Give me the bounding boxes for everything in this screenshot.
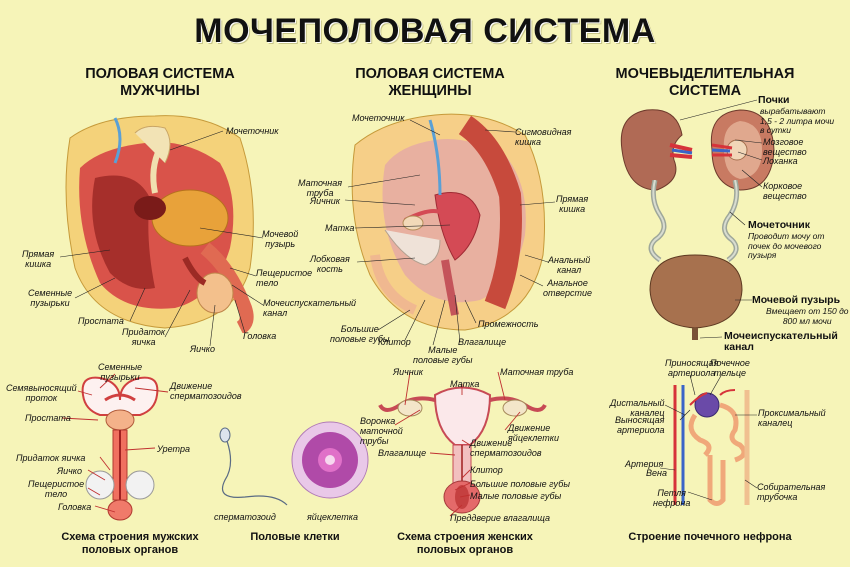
female-label-uterus: Матка <box>325 223 355 233</box>
female-scheme-label-tube: Маточная труба <box>500 367 574 377</box>
male-scheme-label-epididymis: Придаток яичка <box>16 453 86 463</box>
male-scheme-label-prostate: Простата <box>25 413 71 423</box>
female-scheme-label-ovary: Яичник <box>393 367 424 377</box>
male-label-prostate: Простата <box>78 316 124 326</box>
male-anatomy-illustration <box>65 115 254 333</box>
cells-label-egg: яйцеклетка <box>307 512 358 522</box>
urinary-label-ureter: Мочеточник <box>748 219 811 231</box>
female-label-perineum: Промежность <box>478 319 539 329</box>
nephron-label-artery: Артерия <box>625 459 664 469</box>
egg-cell-illustration <box>291 421 369 499</box>
female-label-vagina: Влагалище <box>458 337 507 347</box>
cells-caption: Половые клетки <box>250 531 340 543</box>
male-scheme-label-urethra: Уретра <box>157 444 190 454</box>
male-scheme-label-glans: Головка <box>58 502 92 512</box>
male-scheme-label-testicle: Яичко <box>57 466 83 476</box>
female-scheme-label-vagina: Влагалище <box>378 448 427 458</box>
female-scheme-label-vestibule: Преддверие влагалища <box>450 513 550 523</box>
urinary-note-bladder: Вмещает от 150 до 800 мл мочи <box>766 306 849 326</box>
urinary-note-kidneys: вырабатывают 1,5 - 2 литра мочи в сутки <box>760 106 835 135</box>
urinary-note-ureter: Проводит мочу от почек до мочевого пузыр… <box>748 231 825 260</box>
female-scheme-label-clitoris: Клитор <box>470 465 503 475</box>
male-label-testicle: Яичко <box>190 344 216 354</box>
urinary-label-kidneys: Почки <box>758 94 790 106</box>
male-label-ureter: Мочеточник <box>226 126 279 136</box>
section-title-female: ПОЛОВАЯ СИСТЕМА ЖЕНЩИНЫ <box>355 66 505 99</box>
cells-label-sperm: сперматозоид <box>214 512 276 522</box>
urinary-label-pelvis: Лоханка <box>763 156 798 166</box>
female-label-ovary: Яичник <box>310 196 341 206</box>
section-title-male: ПОЛОВАЯ СИСТЕМА МУЖЧИНЫ <box>85 66 235 99</box>
nephron-caption: Строение почечного нефрона <box>628 531 792 543</box>
female-label-clitoris: Клитор <box>378 337 411 347</box>
ureters-bladder-illustration <box>648 180 743 340</box>
nephron-label-vein: Вена <box>646 468 667 478</box>
page-title: МОЧЕПОЛОВАЯ СИСТЕМА <box>194 12 656 50</box>
section-title-urinary: МОЧЕВЫДЕЛИТЕЛЬНАЯ СИСТЕМА <box>615 66 795 99</box>
male-label-glans: Головка <box>243 331 277 341</box>
urinary-label-bladder: Мочевой пузырь <box>752 294 841 306</box>
female-label-ureter: Мочеточник <box>352 113 405 123</box>
female-scheme-label-uterus: Матка <box>450 379 480 389</box>
female-anatomy-illustration <box>351 113 545 331</box>
female-scheme-label-labia-minor: Малые половые губы <box>470 491 562 501</box>
female-scheme-illustration <box>378 386 547 514</box>
sperm-cell-illustration <box>219 427 288 506</box>
female-scheme-label-labia-major: Большие половые губы <box>470 479 570 489</box>
